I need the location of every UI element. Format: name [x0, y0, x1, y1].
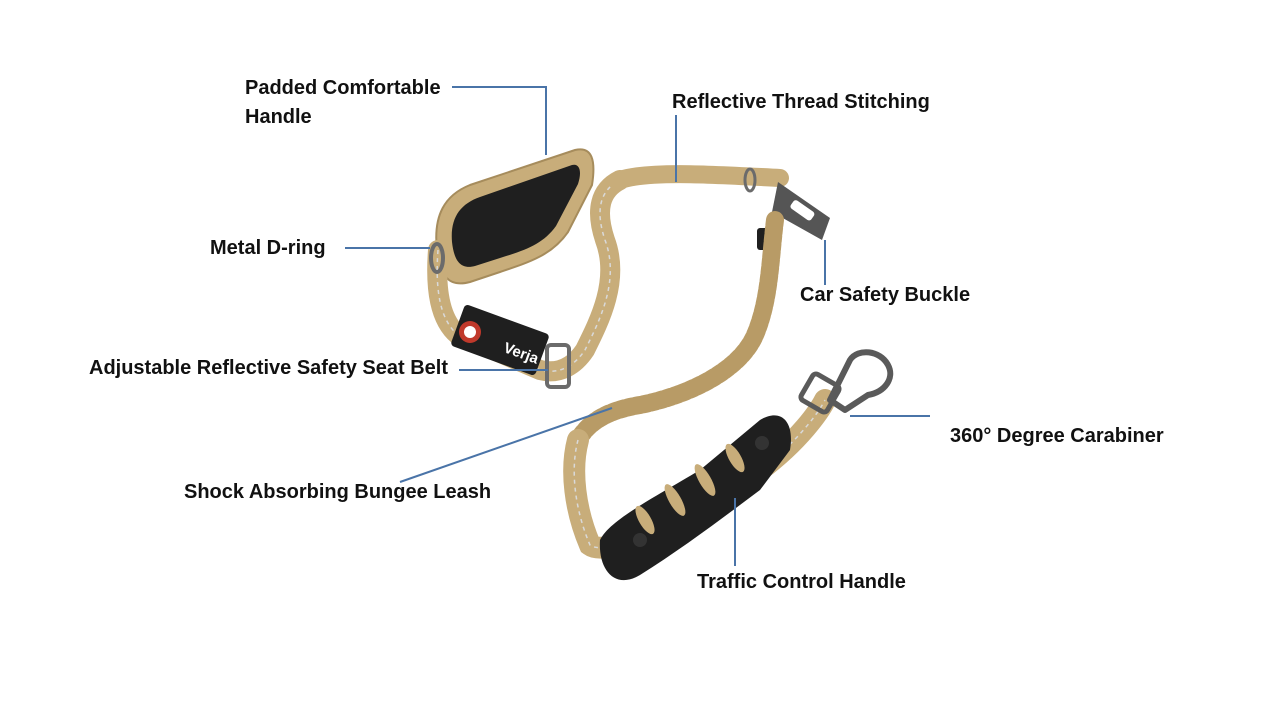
brand-patch — [451, 305, 549, 375]
leader-lines — [345, 86, 930, 566]
callout-padded-handle-line1: Padded Comfortable — [245, 77, 441, 99]
callout-padded-handle-line2: Handle — [245, 106, 312, 128]
callout-car-safety-buckle: Car Safety Buckle — [800, 284, 971, 306]
callout-padded-handle: Padded Comfortable Handle — [245, 74, 441, 132]
callout-metal-d-ring: Metal D-ring — [210, 237, 326, 259]
leader-padded-handle — [452, 86, 547, 155]
metal-d-ring-shape — [429, 242, 445, 274]
callout-traffic-handle: Traffic Control Handle — [697, 571, 906, 593]
callout-adjustable-belt: Adjustable Reflective Safety Seat Belt — [89, 357, 449, 379]
leader-bungee — [399, 407, 613, 483]
traffic-control-handle-shape — [599, 415, 791, 581]
carabiner-shape — [798, 349, 894, 415]
callout-bungee: Shock Absorbing Bungee Leash — [184, 481, 492, 503]
callout-reflective-stitching: Reflective Thread Stitching — [672, 91, 930, 113]
callout-carabiner: 360° Degree Carabiner — [950, 425, 1164, 447]
reflective-stitch-lower — [573, 399, 826, 549]
bungee-section — [569, 211, 784, 449]
strap-webbing-top — [611, 165, 789, 189]
reflective-stitch-upper — [436, 179, 621, 372]
belt-adjuster-shape — [545, 343, 571, 389]
padded-handle — [435, 148, 595, 285]
